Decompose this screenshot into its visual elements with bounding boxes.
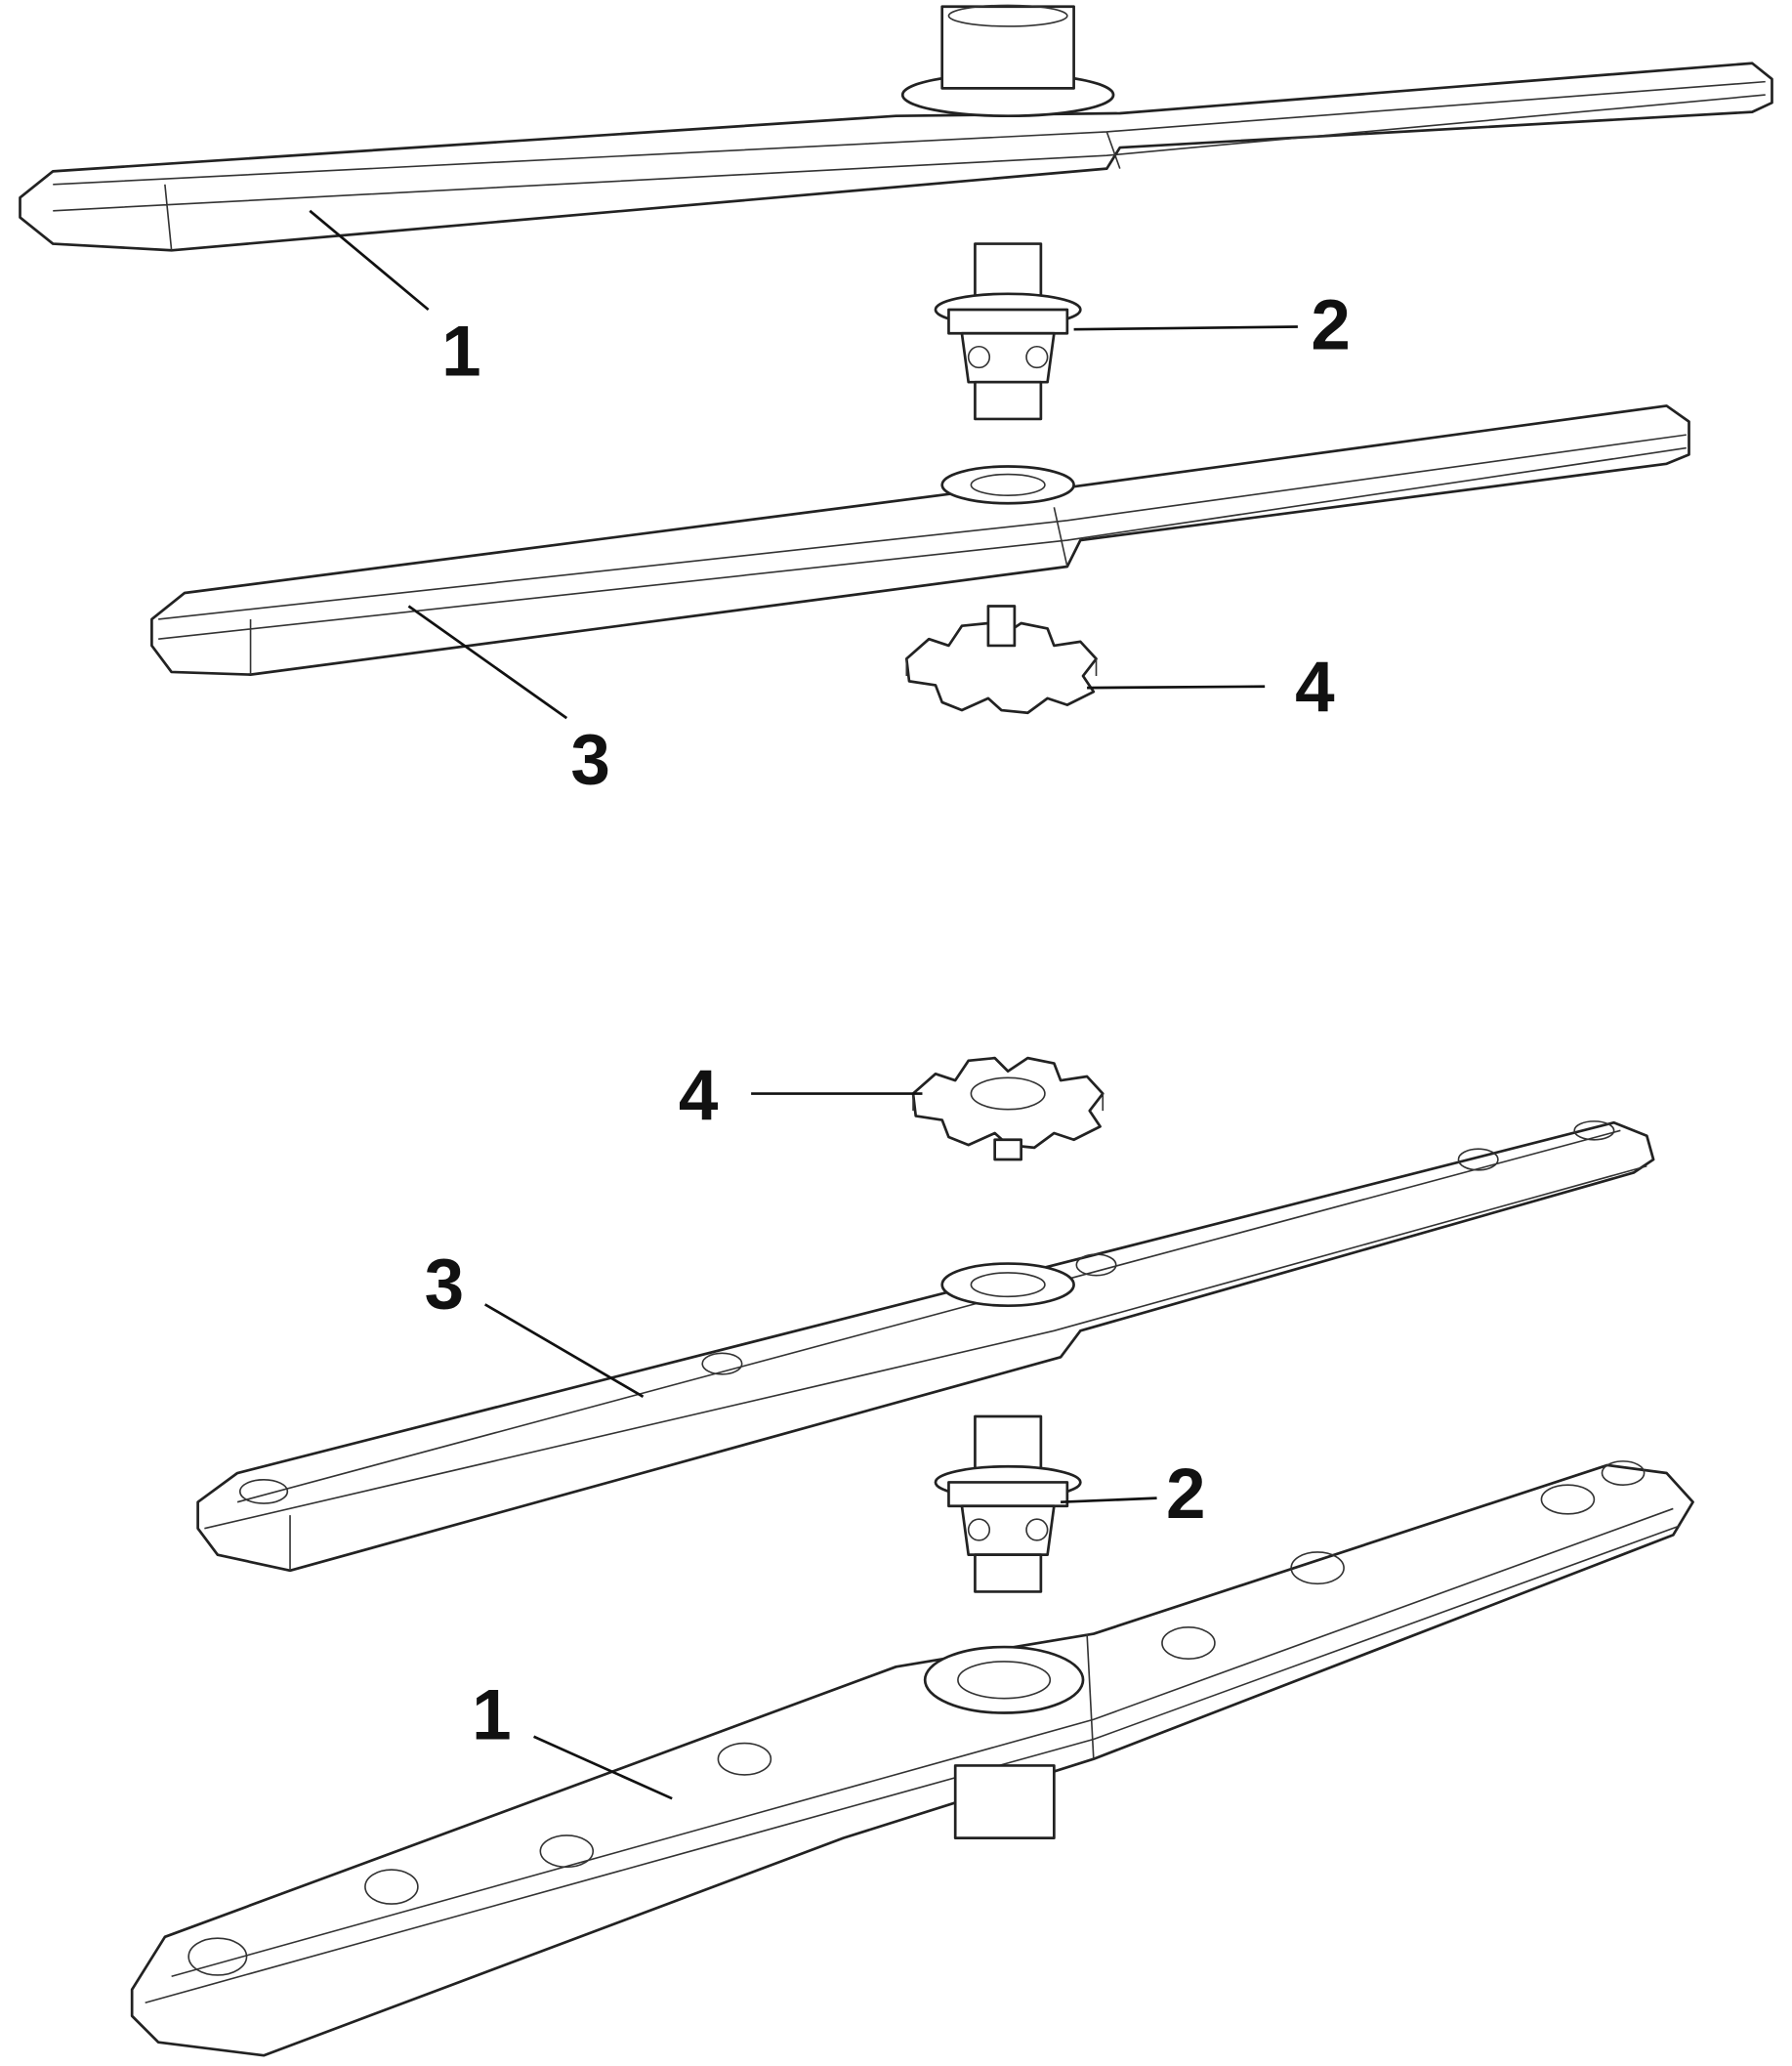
part-2-hub bbox=[934, 242, 1082, 421]
upper-assembly: 1 2 3 4 bbox=[19, 4, 1773, 800]
part-2-hub-bottom bbox=[934, 1414, 1082, 1593]
part-4-nut-bottom bbox=[911, 1056, 1104, 1161]
label-2: 2 bbox=[1311, 285, 1351, 364]
part-4-nut bbox=[904, 605, 1098, 715]
lower-assembly: 4 3 2 1 bbox=[130, 1056, 1694, 2057]
label-3: 3 bbox=[570, 721, 610, 800]
leader-line-2 bbox=[1073, 325, 1298, 331]
part-1-spray-arm-top bbox=[19, 4, 1773, 252]
leader-line-1-bottom bbox=[533, 1735, 673, 1800]
part-3-spray-arm bbox=[150, 404, 1690, 676]
label-4: 4 bbox=[1295, 648, 1335, 727]
part-3-spray-arm-bottom bbox=[196, 1120, 1655, 1573]
leader-line-1 bbox=[309, 209, 430, 312]
part-1-spray-arm-bottom bbox=[130, 1460, 1694, 2057]
leader-line-4 bbox=[1087, 685, 1266, 690]
label-2-bottom: 2 bbox=[1166, 1455, 1206, 1534]
leader-line-2-bottom bbox=[1061, 1497, 1157, 1504]
leader-line-3 bbox=[407, 605, 568, 720]
label-4-bottom: 4 bbox=[679, 1057, 719, 1136]
label-3-bottom: 3 bbox=[425, 1244, 465, 1324]
leader-line-3-bottom bbox=[483, 1303, 645, 1398]
label-1-bottom: 1 bbox=[472, 1675, 512, 1754]
label-1: 1 bbox=[441, 312, 481, 391]
